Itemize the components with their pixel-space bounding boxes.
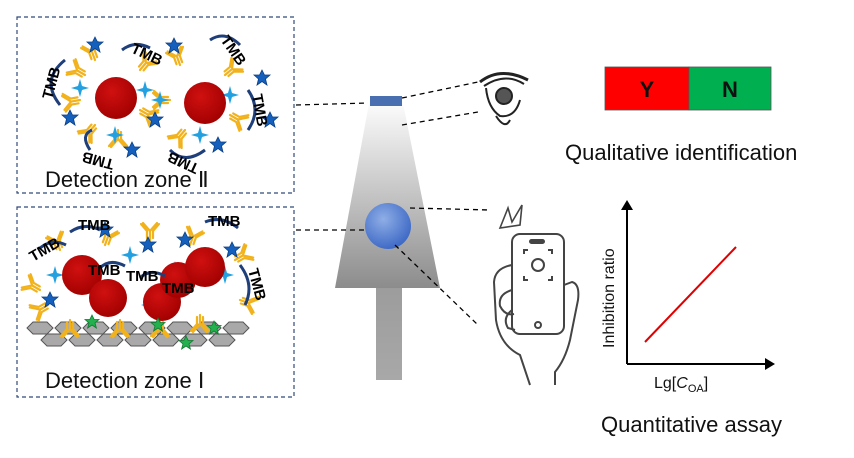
qualitative-caption: Qualitative identification	[565, 140, 797, 165]
tmb-arcs-zone-2	[49, 34, 257, 159]
connector-lines	[295, 81, 491, 326]
quantitative-chart: Inhibition ratio Lg[COA] Quantitative as…	[601, 200, 782, 437]
zone-1-label: Detection zone Ⅰ	[45, 368, 204, 393]
zone-1-border	[16, 206, 295, 398]
qualitative-result: Y N Qualitative identification	[565, 66, 797, 165]
x-axis-arrow	[765, 358, 775, 370]
nanoparticle	[185, 247, 225, 287]
no-box	[688, 66, 772, 111]
tmb-label: TMB	[162, 280, 195, 297]
tmb-label: TMB	[39, 65, 64, 101]
tmb-label: TMB	[217, 33, 250, 70]
detection-zone-1: TMB TMB TMB TMB TMB TMB TMB Detection zo…	[16, 206, 295, 398]
y-axis-arrow	[621, 200, 633, 210]
tmb-label: TMB	[78, 217, 111, 234]
x-axis-label: Lg[COA]	[654, 375, 708, 395]
strip-body	[335, 98, 440, 288]
yes-box	[604, 66, 690, 111]
zone-2-label: Detection zone Ⅱ	[45, 167, 209, 192]
hand-icon	[492, 264, 580, 386]
nanoparticle	[89, 279, 127, 317]
detection-dot	[365, 203, 411, 249]
tmb-label: TMB	[208, 213, 241, 230]
nanoparticle	[95, 77, 137, 119]
tmb-arcs-zone-1	[39, 218, 251, 306]
tmb-label: TMB	[126, 268, 159, 285]
no-label: N	[722, 77, 738, 102]
test-strip-icon	[335, 96, 440, 380]
quantitative-caption: Quantitative assay	[601, 412, 782, 437]
calibration-line	[644, 246, 737, 343]
tmb-label: TMB	[248, 93, 270, 128]
y-axis-label: Inhibition ratio	[601, 248, 618, 348]
nanoparticle	[184, 82, 226, 124]
eye-icon	[479, 72, 529, 126]
nanoparticle	[62, 255, 102, 295]
zone-2-border	[16, 16, 295, 194]
tmb-label: TMB	[88, 262, 121, 279]
detection-zone-2: TMB TMB TMB TMB TMB TMB Detection zone Ⅱ	[16, 16, 295, 194]
strip-top-zone	[370, 96, 402, 106]
yes-label: Y	[640, 77, 655, 102]
